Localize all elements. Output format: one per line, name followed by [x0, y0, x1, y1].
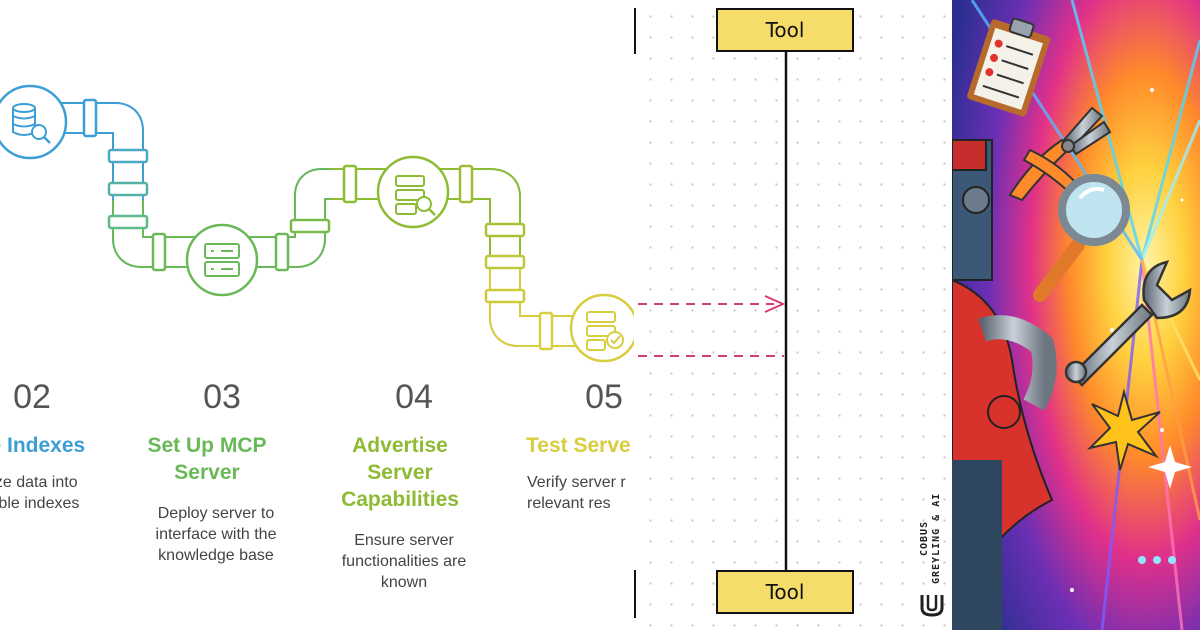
clipboard-icon	[967, 17, 1051, 117]
server-search-icon	[376, 155, 450, 229]
brand-mark: COBUS GREYLING & AI	[917, 490, 947, 620]
robot-icon	[952, 139, 1176, 630]
pipeline-infographic: 02 ate Indexes nize data into hable inde…	[0, 84, 634, 591]
sparkles	[1010, 88, 1184, 592]
edge-line	[634, 8, 636, 54]
wrench-icon	[1064, 260, 1192, 387]
server-icon	[185, 223, 259, 297]
magnifier-icon	[1033, 174, 1130, 302]
tool-box-bottom: Tool	[716, 570, 854, 614]
step-title-04: Advertise Server Capabilities	[341, 434, 459, 511]
pipeline-graphic	[0, 84, 634, 363]
step-title-03: Set Up MCP Server	[147, 434, 267, 484]
star-icon	[1086, 388, 1161, 471]
brand-logo-icon	[920, 595, 944, 617]
pipe-collars	[82, 98, 554, 351]
edge-line	[634, 570, 636, 618]
step-desc-05: Verify server r relevant res	[527, 474, 626, 512]
step-title-02: ate Indexes	[0, 434, 86, 457]
step-desc-02: nize data into hable indexes	[0, 474, 80, 512]
step-desc-04: Ensure server functionalities are known	[341, 532, 467, 591]
server-check-icon	[569, 293, 634, 363]
step-number-03: 03	[203, 378, 241, 416]
tool-box-top: Tool	[716, 8, 854, 52]
sequence-diagram: Tool Tool COBUS GREYLING & AI	[634, 0, 952, 630]
step-number-05: 05	[585, 378, 623, 416]
illustration	[952, 0, 1200, 630]
robot-illustration	[952, 0, 1200, 630]
arrow-head-icon	[764, 295, 786, 313]
step-number-04: 04	[395, 378, 433, 416]
sparkle-star-icon	[1148, 445, 1192, 489]
step-number-02: 02	[13, 378, 51, 416]
step-title-05: Test Serve	[526, 434, 631, 457]
brand-text: COBUS GREYLING & AI	[919, 492, 942, 584]
step-desc-03: Deploy server to interface with the know…	[155, 505, 277, 564]
database-search-icon	[0, 84, 68, 160]
sequence-lines	[638, 50, 788, 572]
